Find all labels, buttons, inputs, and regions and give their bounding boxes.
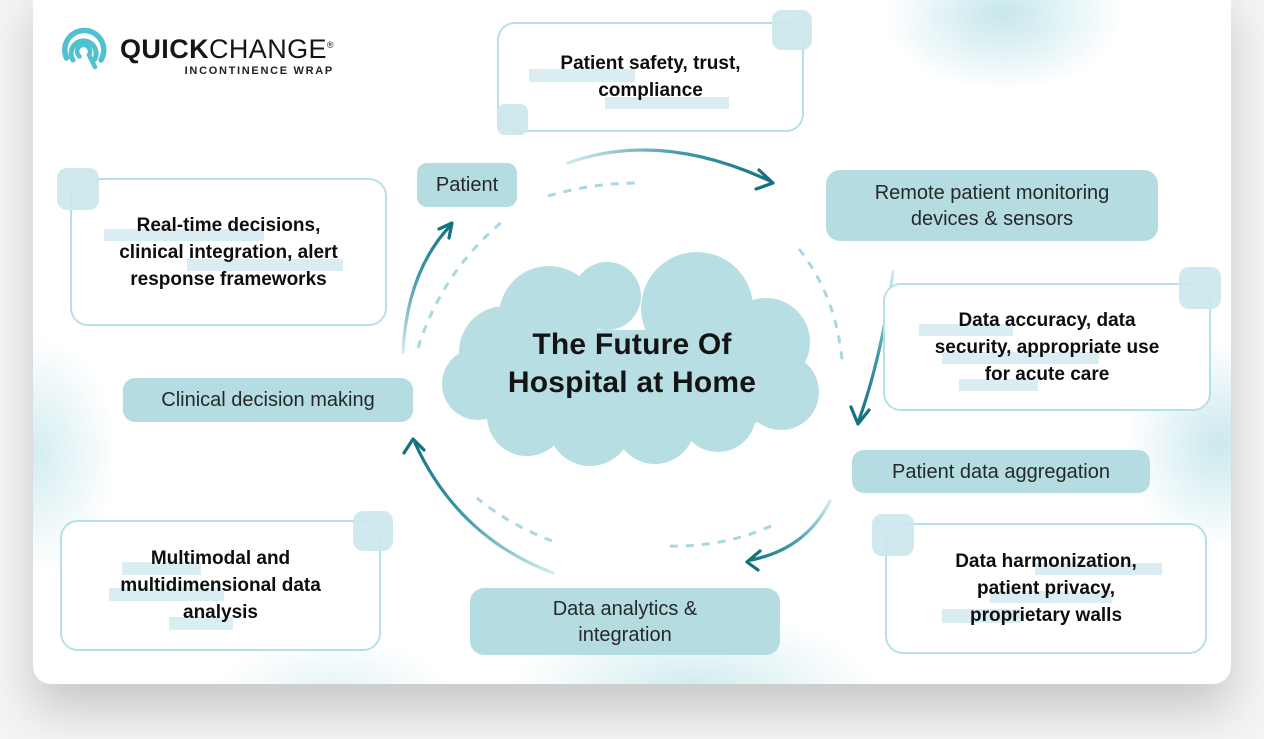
node-clinical-decision-making-label: Clinical decision making	[161, 389, 375, 411]
annotation-bottom-right-line1: Data harmonization,	[955, 551, 1137, 572]
node-patient: Patient	[417, 163, 517, 207]
corner-accent	[353, 511, 393, 551]
brand-name-bold: QUICK	[120, 34, 209, 64]
arrow-analytics-to-clinical-decision	[413, 441, 555, 575]
logo-text: QUICKCHANGE® INCONTINENCE WRAP	[120, 22, 334, 77]
node-data-analytics-line1: Data analytics &	[552, 597, 698, 620]
annotation-top-line2: compliance	[598, 80, 703, 101]
arrow-patient-to-remote-monitoring	[566, 148, 772, 183]
central-title-line2: Hospital at Home	[507, 366, 757, 399]
arrow-aggregation-to-analytics	[749, 499, 832, 562]
annotation-bottom-right-line2: patient privacy,	[977, 578, 1115, 599]
annotation-left-line1: Real-time decisions,	[136, 214, 321, 236]
annotation-bottom-left-line3: analysis	[183, 602, 258, 623]
node-patient-data-aggregation-label: Patient data aggregation	[892, 460, 1110, 483]
annotation-bottom-right: Data harmonization, patient privacy, pro…	[885, 523, 1207, 654]
registered-mark: ®	[326, 40, 334, 50]
annotation-bottom-left-line1: Multimodal and	[150, 548, 291, 569]
node-data-analytics: Data analytics & integration	[470, 588, 780, 655]
annotation-left-line3: response frameworks	[130, 268, 327, 290]
brand-name: QUICKCHANGE®	[120, 30, 334, 64]
brand-name-light: CHANGE	[209, 34, 327, 64]
quickchange-logo-icon	[62, 27, 107, 70]
corner-accent	[497, 104, 528, 135]
annotation-bottom-left: Multimodal and multidimensional data ana…	[60, 520, 381, 651]
arrowhead-analytics-to-clinical-decision	[402, 437, 426, 455]
node-remote-monitoring-line1: Remote patient monitoring	[874, 181, 1110, 204]
corner-accent	[1179, 267, 1221, 309]
annotation-left-line2: clinical integration, alert	[119, 241, 338, 263]
corner-accent	[772, 10, 812, 50]
annotation-top: Patient safety, trust, compliance	[497, 22, 804, 132]
annotation-right: Data accuracy, data security, appropriat…	[883, 283, 1211, 411]
annotation-bottom-right-line3: proprietary walls	[969, 605, 1123, 626]
annotation-right-line1: Data accuracy, data	[958, 309, 1136, 331]
node-remote-monitoring: Remote patient monitoring devices & sens…	[826, 170, 1158, 241]
central-title-line1: The Future Of	[532, 328, 732, 361]
annotation-bottom-left-line2: multidimensional data	[120, 575, 321, 596]
annotation-left: Real-time decisions, clinical integratio…	[70, 178, 387, 326]
corner-accent	[57, 168, 99, 210]
node-clinical-decision-making: Clinical decision making	[123, 378, 413, 422]
central-title: The Future Of Hospital at Home	[482, 326, 782, 402]
logo: QUICKCHANGE® INCONTINENCE WRAP	[56, 22, 334, 78]
annotation-right-line3: for acute care	[984, 363, 1110, 385]
node-data-analytics-line2: integration	[578, 623, 672, 646]
corner-accent	[872, 514, 914, 556]
node-patient-data-aggregation: Patient data aggregation	[852, 450, 1150, 493]
annotation-top-line1: Patient safety, trust,	[560, 53, 741, 74]
node-remote-monitoring-line2: devices & sensors	[910, 207, 1074, 230]
brand-tagline: INCONTINENCE WRAP	[184, 65, 334, 77]
node-patient-label: Patient	[435, 174, 499, 196]
annotation-right-line2: security, appropriate use	[934, 336, 1160, 358]
